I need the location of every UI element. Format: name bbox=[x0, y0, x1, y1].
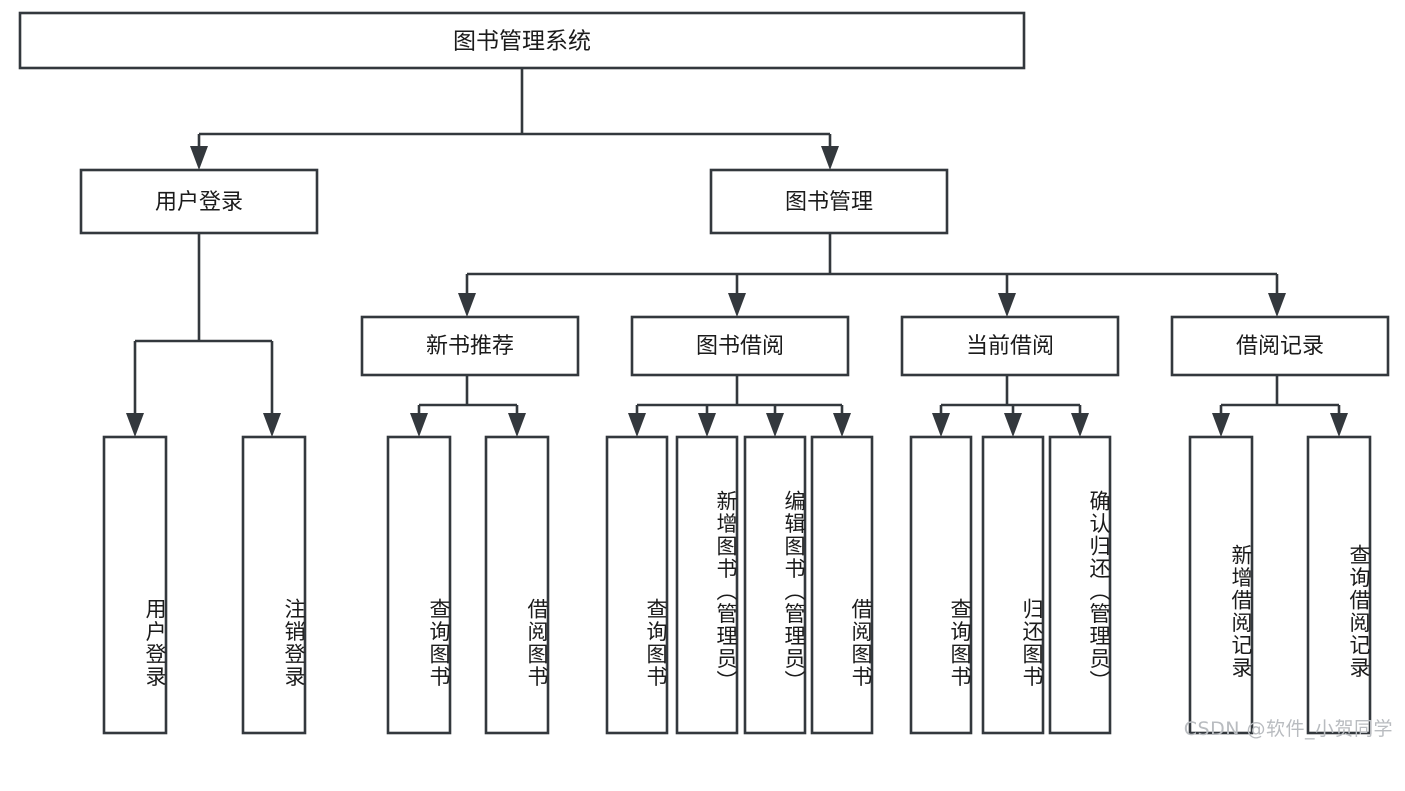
node-new-book-rec[interactable]: 新书推荐 bbox=[360, 315, 580, 377]
leaf-user-login-box[interactable] bbox=[102, 435, 168, 735]
node-current-borrow[interactable]: 当前借阅 bbox=[900, 315, 1120, 377]
arrowhead-leaf-rec-query bbox=[410, 413, 428, 437]
tree-diagram-svg: 图书管理系统 用户登录 图书管理 新书推荐 图书借阅 当前借阅 借阅记录 bbox=[18, 11, 1390, 735]
node-new-book-rec-box[interactable] bbox=[360, 315, 580, 377]
node-book-borrow-label: 图书借阅 bbox=[696, 334, 784, 359]
node-user-login-label: 用户登录 bbox=[155, 190, 243, 215]
csdn-watermark: CSDN @软件_小贺同学 bbox=[1183, 718, 1393, 740]
arrowhead-leaf-cur-return bbox=[1004, 413, 1022, 437]
leaf-cur-confirm-box[interactable] bbox=[1048, 435, 1112, 735]
node-book-borrow-box[interactable] bbox=[630, 315, 850, 377]
node-current-borrow-label: 当前借阅 bbox=[966, 334, 1054, 359]
leaf-rec-query-box[interactable] bbox=[386, 435, 452, 735]
arrowhead-leaf-user-login bbox=[126, 413, 144, 437]
leaf-cur-query-box[interactable] bbox=[909, 435, 973, 735]
node-root[interactable]: 图书管理系统 bbox=[18, 11, 1026, 70]
arrowhead-book-borrow bbox=[728, 293, 746, 317]
leaf-rec-borrow-box[interactable] bbox=[484, 435, 550, 735]
leaf-borrow-query-box[interactable] bbox=[605, 435, 669, 735]
connector-group-new-book-rec bbox=[410, 375, 526, 437]
arrowhead-leaf-borrow-edit bbox=[766, 413, 784, 437]
arrowhead-book-manage bbox=[821, 146, 839, 170]
arrowhead-leaf-borrow-add bbox=[698, 413, 716, 437]
connector-group-book-manage bbox=[458, 233, 1286, 317]
leaf-user-logout-box[interactable] bbox=[241, 435, 307, 735]
arrowhead-leaf-cur-confirm bbox=[1071, 413, 1089, 437]
arrowhead-leaf-cur-query bbox=[932, 413, 950, 437]
node-borrow-record[interactable]: 借阅记录 bbox=[1170, 315, 1390, 377]
node-root-box[interactable] bbox=[18, 11, 1026, 70]
arrowhead-user-login bbox=[190, 146, 208, 170]
leaf-rec-search-box[interactable] bbox=[1306, 435, 1372, 735]
node-borrow-record-label: 借阅记录 bbox=[1236, 334, 1324, 359]
node-user-login-box[interactable] bbox=[79, 168, 319, 235]
leaf-borrow-edit-box[interactable] bbox=[743, 435, 807, 735]
node-book-manage[interactable]: 图书管理 bbox=[709, 168, 949, 235]
node-current-borrow-box[interactable] bbox=[900, 315, 1120, 377]
leaf-rec-add-box[interactable] bbox=[1188, 435, 1254, 735]
arrowhead-leaf-rec-borrow bbox=[508, 413, 526, 437]
leaf-borrow-add-box[interactable] bbox=[675, 435, 739, 735]
functional-structure-diagram: 图书管理系统 用户登录 图书管理 新书推荐 图书借阅 当前借阅 借阅记录 bbox=[18, 11, 1393, 740]
arrowhead-current-borrow bbox=[998, 293, 1016, 317]
connector-group-root bbox=[190, 68, 839, 170]
arrowhead-leaf-rec-add bbox=[1212, 413, 1230, 437]
arrowhead-leaf-user-logout bbox=[263, 413, 281, 437]
leaf-boxes bbox=[102, 435, 1372, 735]
node-book-manage-box[interactable] bbox=[709, 168, 949, 235]
leaf-borrow-lend-box[interactable] bbox=[810, 435, 874, 735]
connector-group-current-borrow bbox=[932, 375, 1089, 437]
node-new-book-rec-label: 新书推荐 bbox=[426, 334, 514, 359]
arrowhead-leaf-borrow-query bbox=[628, 413, 646, 437]
leaf-cur-return-box[interactable] bbox=[981, 435, 1045, 735]
arrowhead-leaf-borrow-lend bbox=[833, 413, 851, 437]
node-root-label: 图书管理系统 bbox=[453, 29, 591, 55]
node-book-borrow[interactable]: 图书借阅 bbox=[630, 315, 850, 377]
node-borrow-record-box[interactable] bbox=[1170, 315, 1390, 377]
node-book-manage-label: 图书管理 bbox=[785, 190, 873, 215]
connector-group-user-login bbox=[126, 233, 281, 437]
arrowhead-new-book-rec bbox=[458, 293, 476, 317]
arrowhead-borrow-record bbox=[1268, 293, 1286, 317]
connector-group-book-borrow bbox=[628, 375, 851, 437]
connector-group-borrow-record bbox=[1212, 375, 1348, 437]
arrowhead-leaf-rec-search bbox=[1330, 413, 1348, 437]
node-user-login[interactable]: 用户登录 bbox=[79, 168, 319, 235]
